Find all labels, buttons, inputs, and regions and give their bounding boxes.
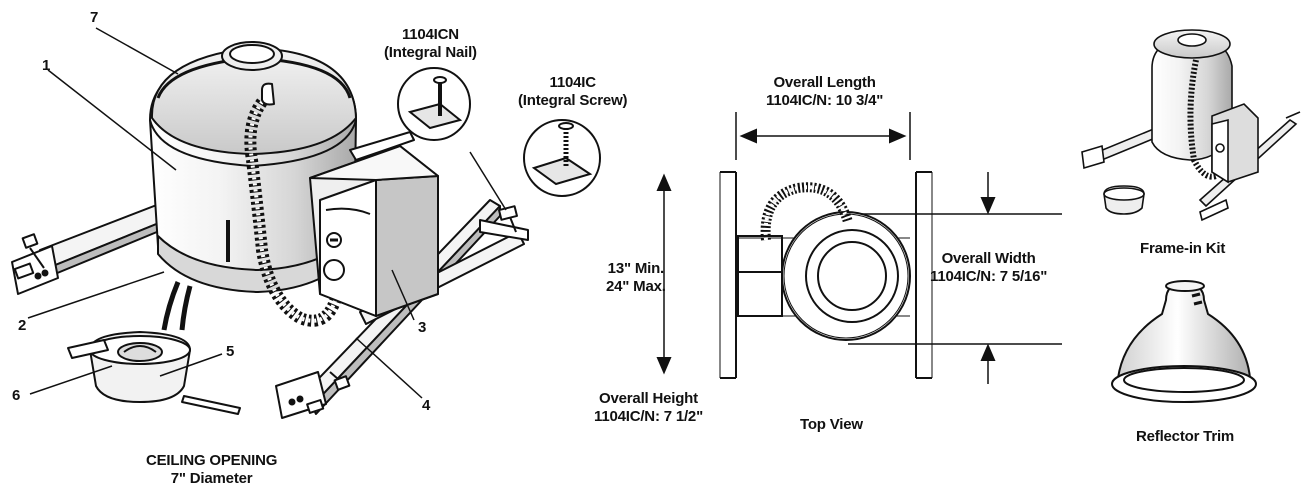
overall-width-value: 1104IC/N: 7 5/16" [930,268,1048,285]
callout-5: 5 [226,343,235,360]
ceiling-opening-label: CEILING OPENING 7" Diameter [146,452,277,488]
overall-length-value: 1104IC/N: 10 3/4" [766,92,884,109]
mounting-height-label: 13" Min. 24" Max. [606,260,666,296]
callout-4: 4 [422,397,431,414]
top-view-caption: Top View [800,416,863,433]
reflector-trim-drawing [1111,280,1257,403]
ceiling-opening-diameter: 7" Diameter [170,470,253,487]
flex-conduit [244,82,354,327]
screw-model-number: 1104IC [549,74,597,91]
frame-in-kit-drawing [1081,29,1301,222]
nail-detail-inset [397,67,471,141]
overall-height-label: Overall Height 1104IC/N: 7 1/2" [594,390,703,426]
callout-1: 1 [42,57,51,74]
top-view-drawing [656,112,1062,384]
frame-in-kit-caption: Frame-in Kit [1140,240,1226,257]
overall-length-label: Overall Length 1104IC/N: 10 3/4" [766,74,883,110]
ceiling-opening-title: CEILING OPENING [146,452,278,469]
screw-model-description: (Integral Screw) [518,92,628,109]
main-fixture [11,27,529,419]
left-hanger-bar [11,195,187,295]
screw-model-label: 1104IC (Integral Screw) [518,74,628,110]
callout-6: 6 [12,387,21,404]
reflector-trim-caption: Reflector Trim [1136,428,1235,445]
nail-model-label: 1104ICN (Integral Nail) [384,26,477,62]
junction-box [309,131,439,317]
overall-width-title: Overall Width [941,250,1036,267]
socket-cup [67,331,241,415]
overall-height-title: Overall Height [599,390,698,407]
nail-model-number: 1104ICN [401,26,459,43]
overall-height-value: 1104IC/N: 7 1/2" [594,408,703,425]
mounting-height-min: 13" Min. [607,260,665,277]
callout-7: 7 [90,9,99,26]
housing-can [149,41,357,293]
nail-model-description: (Integral Nail) [384,44,477,61]
screw-detail-inset [523,119,601,197]
callout-2: 2 [18,317,27,334]
mounting-height-max: 24" Max. [606,278,666,295]
overall-length-title: Overall Length [773,74,876,91]
overall-width-label: Overall Width 1104IC/N: 7 5/16" [930,250,1047,286]
callout-leaders [27,27,507,399]
callout-3: 3 [418,319,427,336]
